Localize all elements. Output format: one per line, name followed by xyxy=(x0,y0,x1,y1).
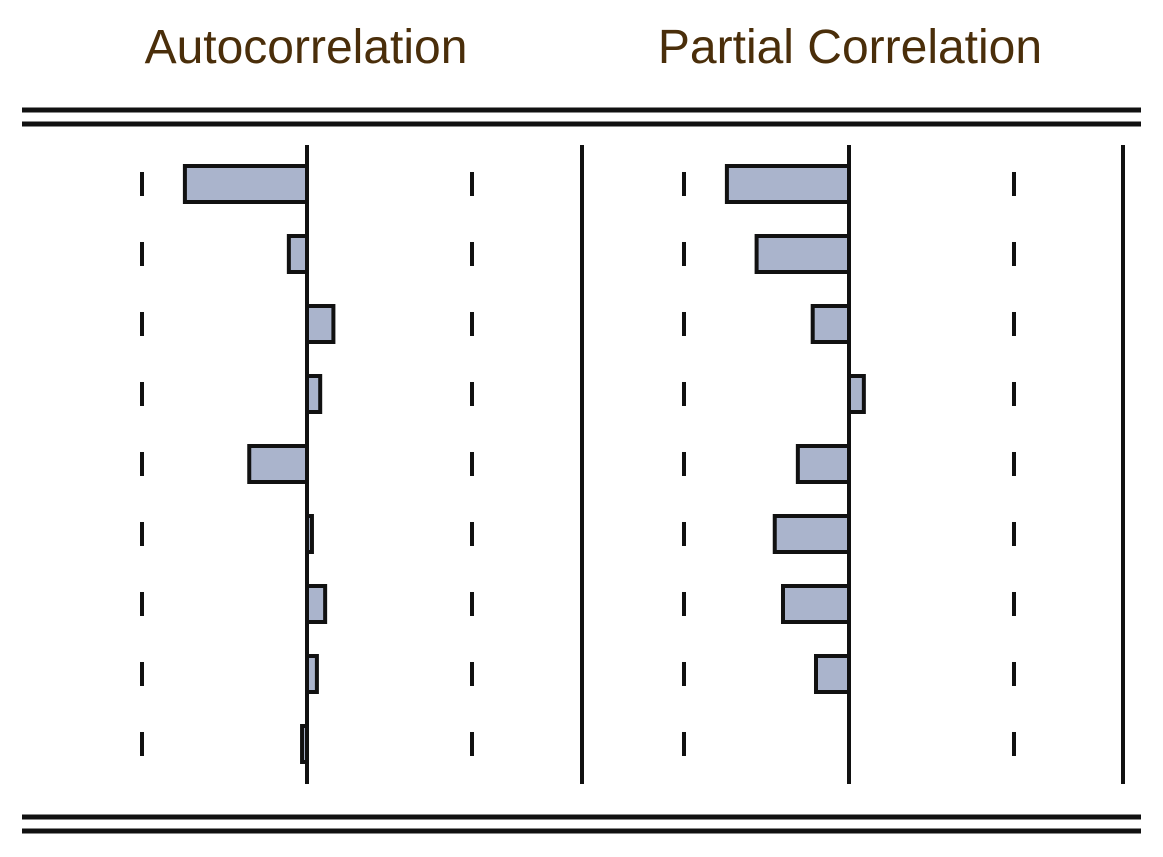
pacf-bar-lag-7 xyxy=(781,584,851,624)
pacf-bar-lag-2 xyxy=(754,234,851,274)
acf-bar-lag-1 xyxy=(182,164,309,204)
acf-title: Autocorrelation xyxy=(145,21,468,74)
pacf-bar-lag-3 xyxy=(810,304,852,344)
acf-bar-lag-5 xyxy=(247,444,309,484)
pacf-bar-lag-4 xyxy=(847,374,866,414)
pacf-panel xyxy=(682,145,1016,784)
acf-bar-lag-2 xyxy=(286,234,310,274)
pacf-bar-lag-8 xyxy=(814,654,851,694)
pacf-bar-lag-6 xyxy=(772,514,851,554)
pacf-bar-lag-5 xyxy=(795,444,851,484)
acf-panel xyxy=(140,145,474,784)
pacf-bar-lag-1 xyxy=(724,164,852,204)
pacf-title: Partial Correlation xyxy=(658,21,1042,74)
acf-bar-lag-7 xyxy=(305,584,328,624)
acf-bar-lag-3 xyxy=(305,304,336,344)
